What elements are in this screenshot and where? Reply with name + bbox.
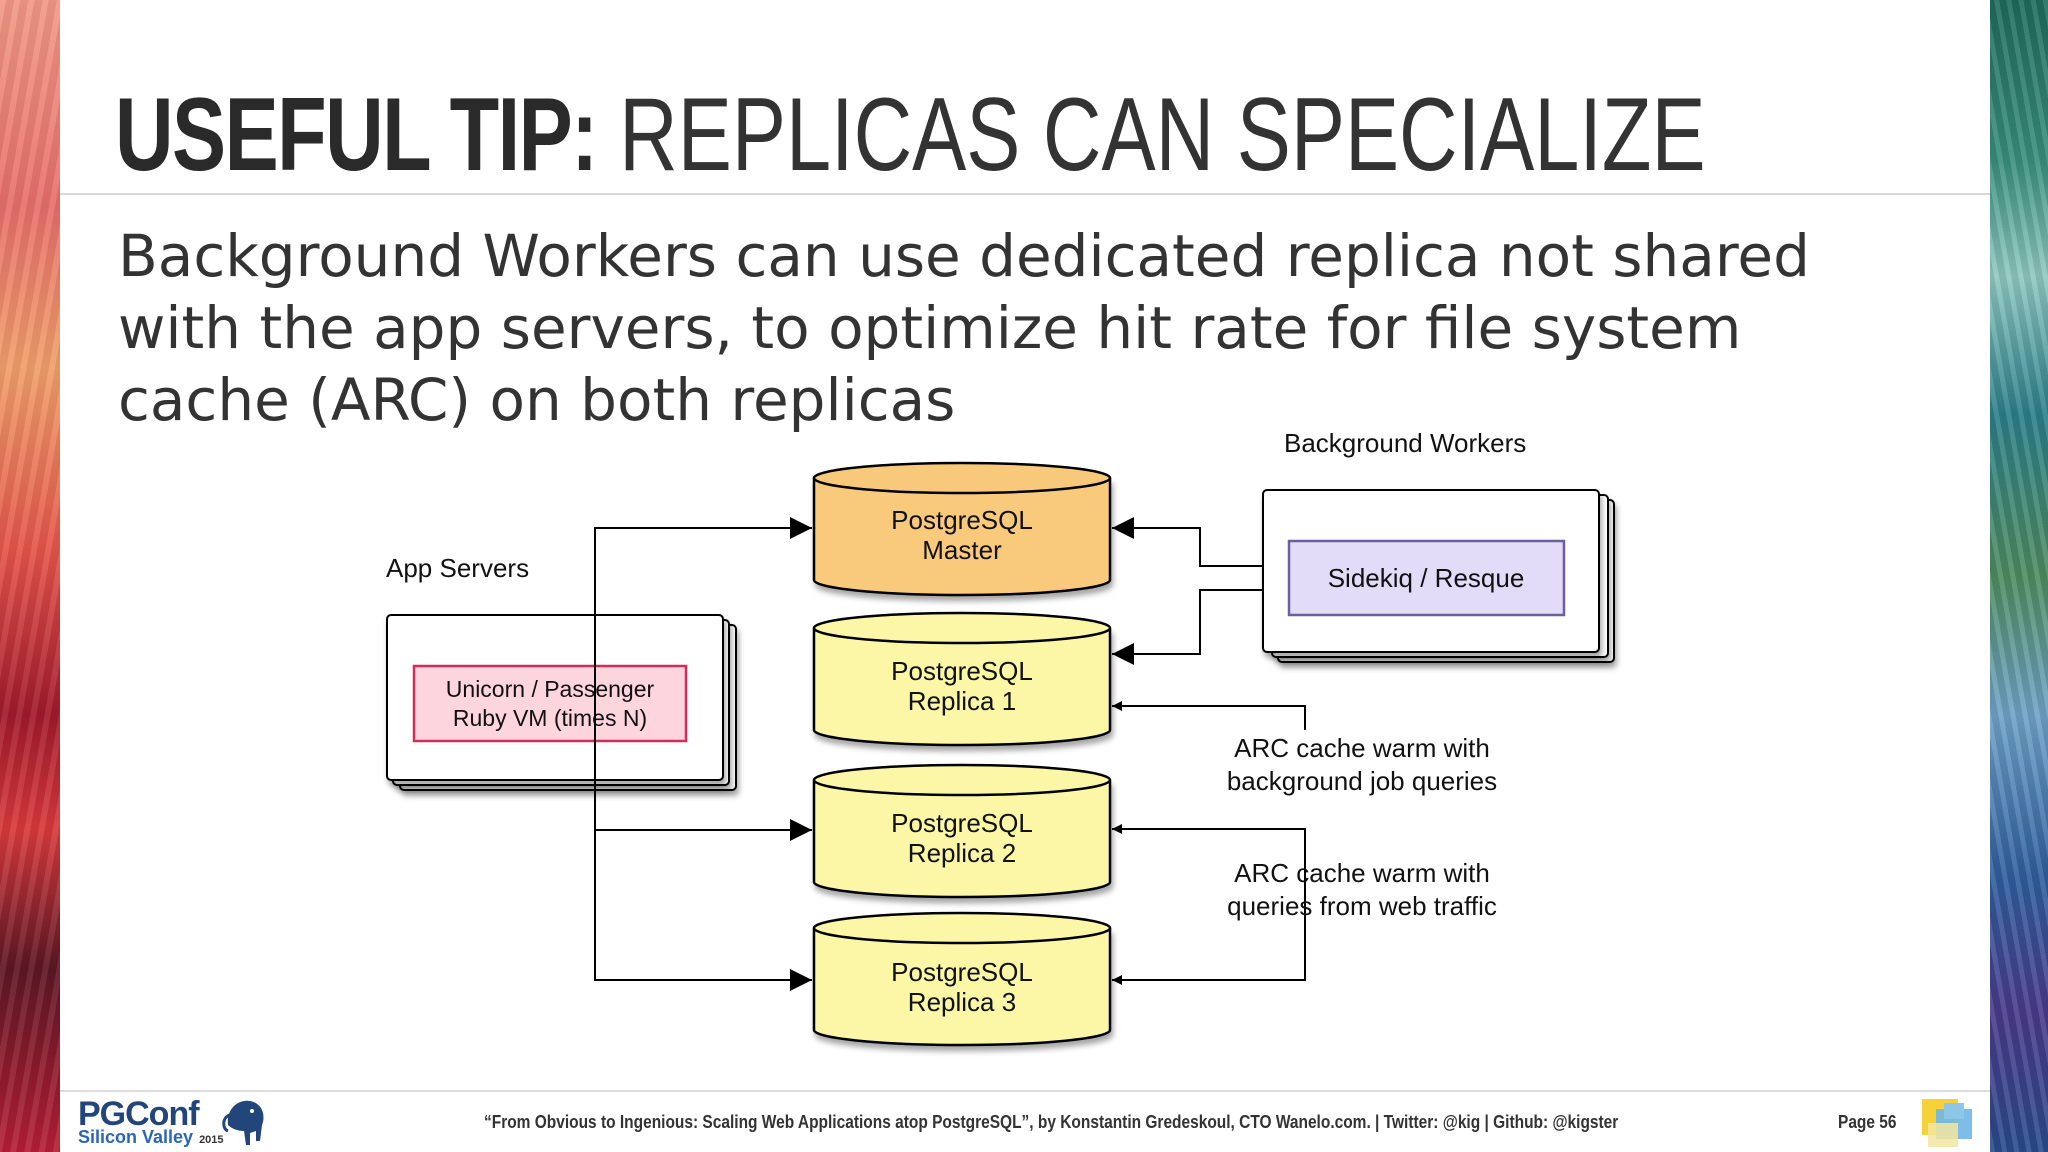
logo-sub-text: Silicon Valley 2015 xyxy=(78,1127,224,1148)
slide-title: USEFUL TIP: REPLICAS CAN SPECIALIZE xyxy=(115,80,1706,190)
left-decorative-strip xyxy=(0,0,60,1152)
db-replica3-line1: PostgreSQL xyxy=(891,957,1033,987)
note-web-pointer-replica2 xyxy=(1112,824,1306,860)
note-bg-line1: ARC cache warm with xyxy=(1234,733,1490,763)
right-decorative-strip xyxy=(1990,0,2048,1152)
worker-box-label: Sidekiq / Resque xyxy=(1328,563,1525,593)
title-light: REPLICAS CAN SPECIALIZE xyxy=(619,77,1706,193)
footer-divider xyxy=(60,1090,1990,1092)
database-replica-2: PostgreSQL Replica 2 xyxy=(812,763,1112,899)
logo-sub-label: Silicon Valley xyxy=(78,1127,194,1147)
app-box-line1: Unicorn / Passenger xyxy=(446,676,655,702)
page-number: Page 56 xyxy=(1838,1112,1897,1132)
app-box-line2: Ruby VM (times N) xyxy=(453,705,647,731)
database-replica-1: PostgreSQL Replica 1 xyxy=(812,611,1112,747)
note-web-line2: queries from web traffic xyxy=(1227,891,1497,921)
db-master-line1: PostgreSQL xyxy=(891,505,1033,535)
worker-box xyxy=(1287,539,1566,617)
background-workers-label: Background Workers xyxy=(1284,428,1526,458)
note-bg-line2: background job queries xyxy=(1227,766,1497,796)
decorative-squares-icon xyxy=(1922,1099,1972,1147)
database-master: PostgreSQL Master xyxy=(812,461,1112,597)
footer-citation: “From Obvious to Ingenious: Scaling Web … xyxy=(484,1112,1619,1132)
app-server-box xyxy=(412,664,688,743)
elephant-icon xyxy=(222,1100,264,1145)
app-servers-label: App Servers xyxy=(386,553,529,583)
note-bg-pointer xyxy=(1112,701,1306,730)
title-divider xyxy=(60,193,1990,195)
worker-to-replica1-connector xyxy=(1112,589,1263,665)
slide-body-text: Background Workers can use dedicated rep… xyxy=(118,222,1810,434)
db-replica2-line2: Replica 2 xyxy=(908,838,1016,868)
worker-to-master-connector xyxy=(1112,517,1263,567)
note-web-line1: ARC cache warm with xyxy=(1234,858,1490,888)
db-replica1-line2: Replica 1 xyxy=(908,686,1016,716)
title-bold: USEFUL TIP: xyxy=(115,77,598,193)
db-replica3-line2: Replica 3 xyxy=(908,987,1016,1017)
db-master-line2: Master xyxy=(922,535,1002,565)
note-web-pointer-replica3 xyxy=(1112,860,1306,985)
logo-year: 2015 xyxy=(199,1134,224,1146)
db-replica2-line1: PostgreSQL xyxy=(891,808,1033,838)
database-replica-3: PostgreSQL Replica 3 xyxy=(812,911,1112,1047)
app-to-replica3-connector xyxy=(594,790,812,991)
pgconf-logo: PGConf Silicon Valley 2015 xyxy=(78,1095,278,1150)
db-replica1-line1: PostgreSQL xyxy=(891,656,1033,686)
logo-main-text: PGConf xyxy=(78,1095,200,1133)
